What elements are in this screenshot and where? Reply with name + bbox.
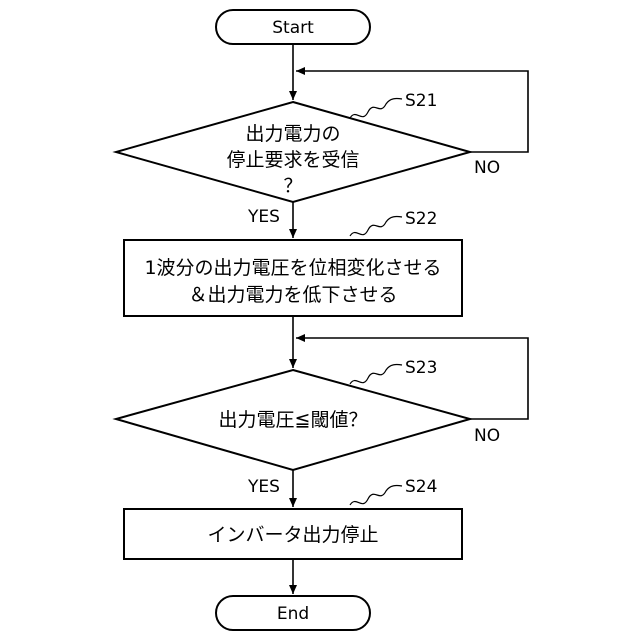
s21-no-label: NO (474, 158, 500, 178)
s21-line-2: 停止要求を受信 (226, 149, 359, 171)
s22-step-id: S22 (405, 209, 437, 229)
s24-line-1: インバータ出力停止 (207, 524, 378, 546)
end-label: End (277, 604, 309, 624)
s22-line-1: 1波分の出力電圧を位相変化させる (144, 257, 441, 279)
decision-s23: 出力電圧≦閾値？ (116, 370, 470, 470)
start-terminal: Start (216, 10, 370, 44)
start-label: Start (272, 18, 314, 38)
s21-step-id: S21 (405, 91, 437, 111)
s23-yes-label: YES (247, 477, 280, 497)
s21-yes-label: YES (247, 207, 280, 227)
process-s24: インバータ出力停止 (124, 509, 462, 559)
s23-no-label: NO (474, 426, 500, 446)
s23-leader-squiggle (350, 365, 402, 384)
s23-line-1: 出力電圧≦閾値？ (219, 409, 368, 431)
process-s22: 1波分の出力電圧を位相変化させる ＆出力電力を低下させる (124, 240, 462, 316)
s21-leader-squiggle (350, 99, 402, 118)
end-terminal: End (216, 596, 370, 630)
s21-line-1: 出力電力の (245, 123, 340, 145)
decision-s21: 出力電力の 停止要求を受信 ？ (116, 102, 470, 202)
s24-step-id: S24 (405, 477, 437, 497)
s22-leader-squiggle (350, 217, 402, 236)
s22-line-2: ＆出力電力を低下させる (188, 284, 397, 306)
s23-step-id: S23 (405, 358, 437, 378)
s24-leader-squiggle (350, 486, 402, 505)
s21-line-3: ？ (283, 175, 302, 197)
